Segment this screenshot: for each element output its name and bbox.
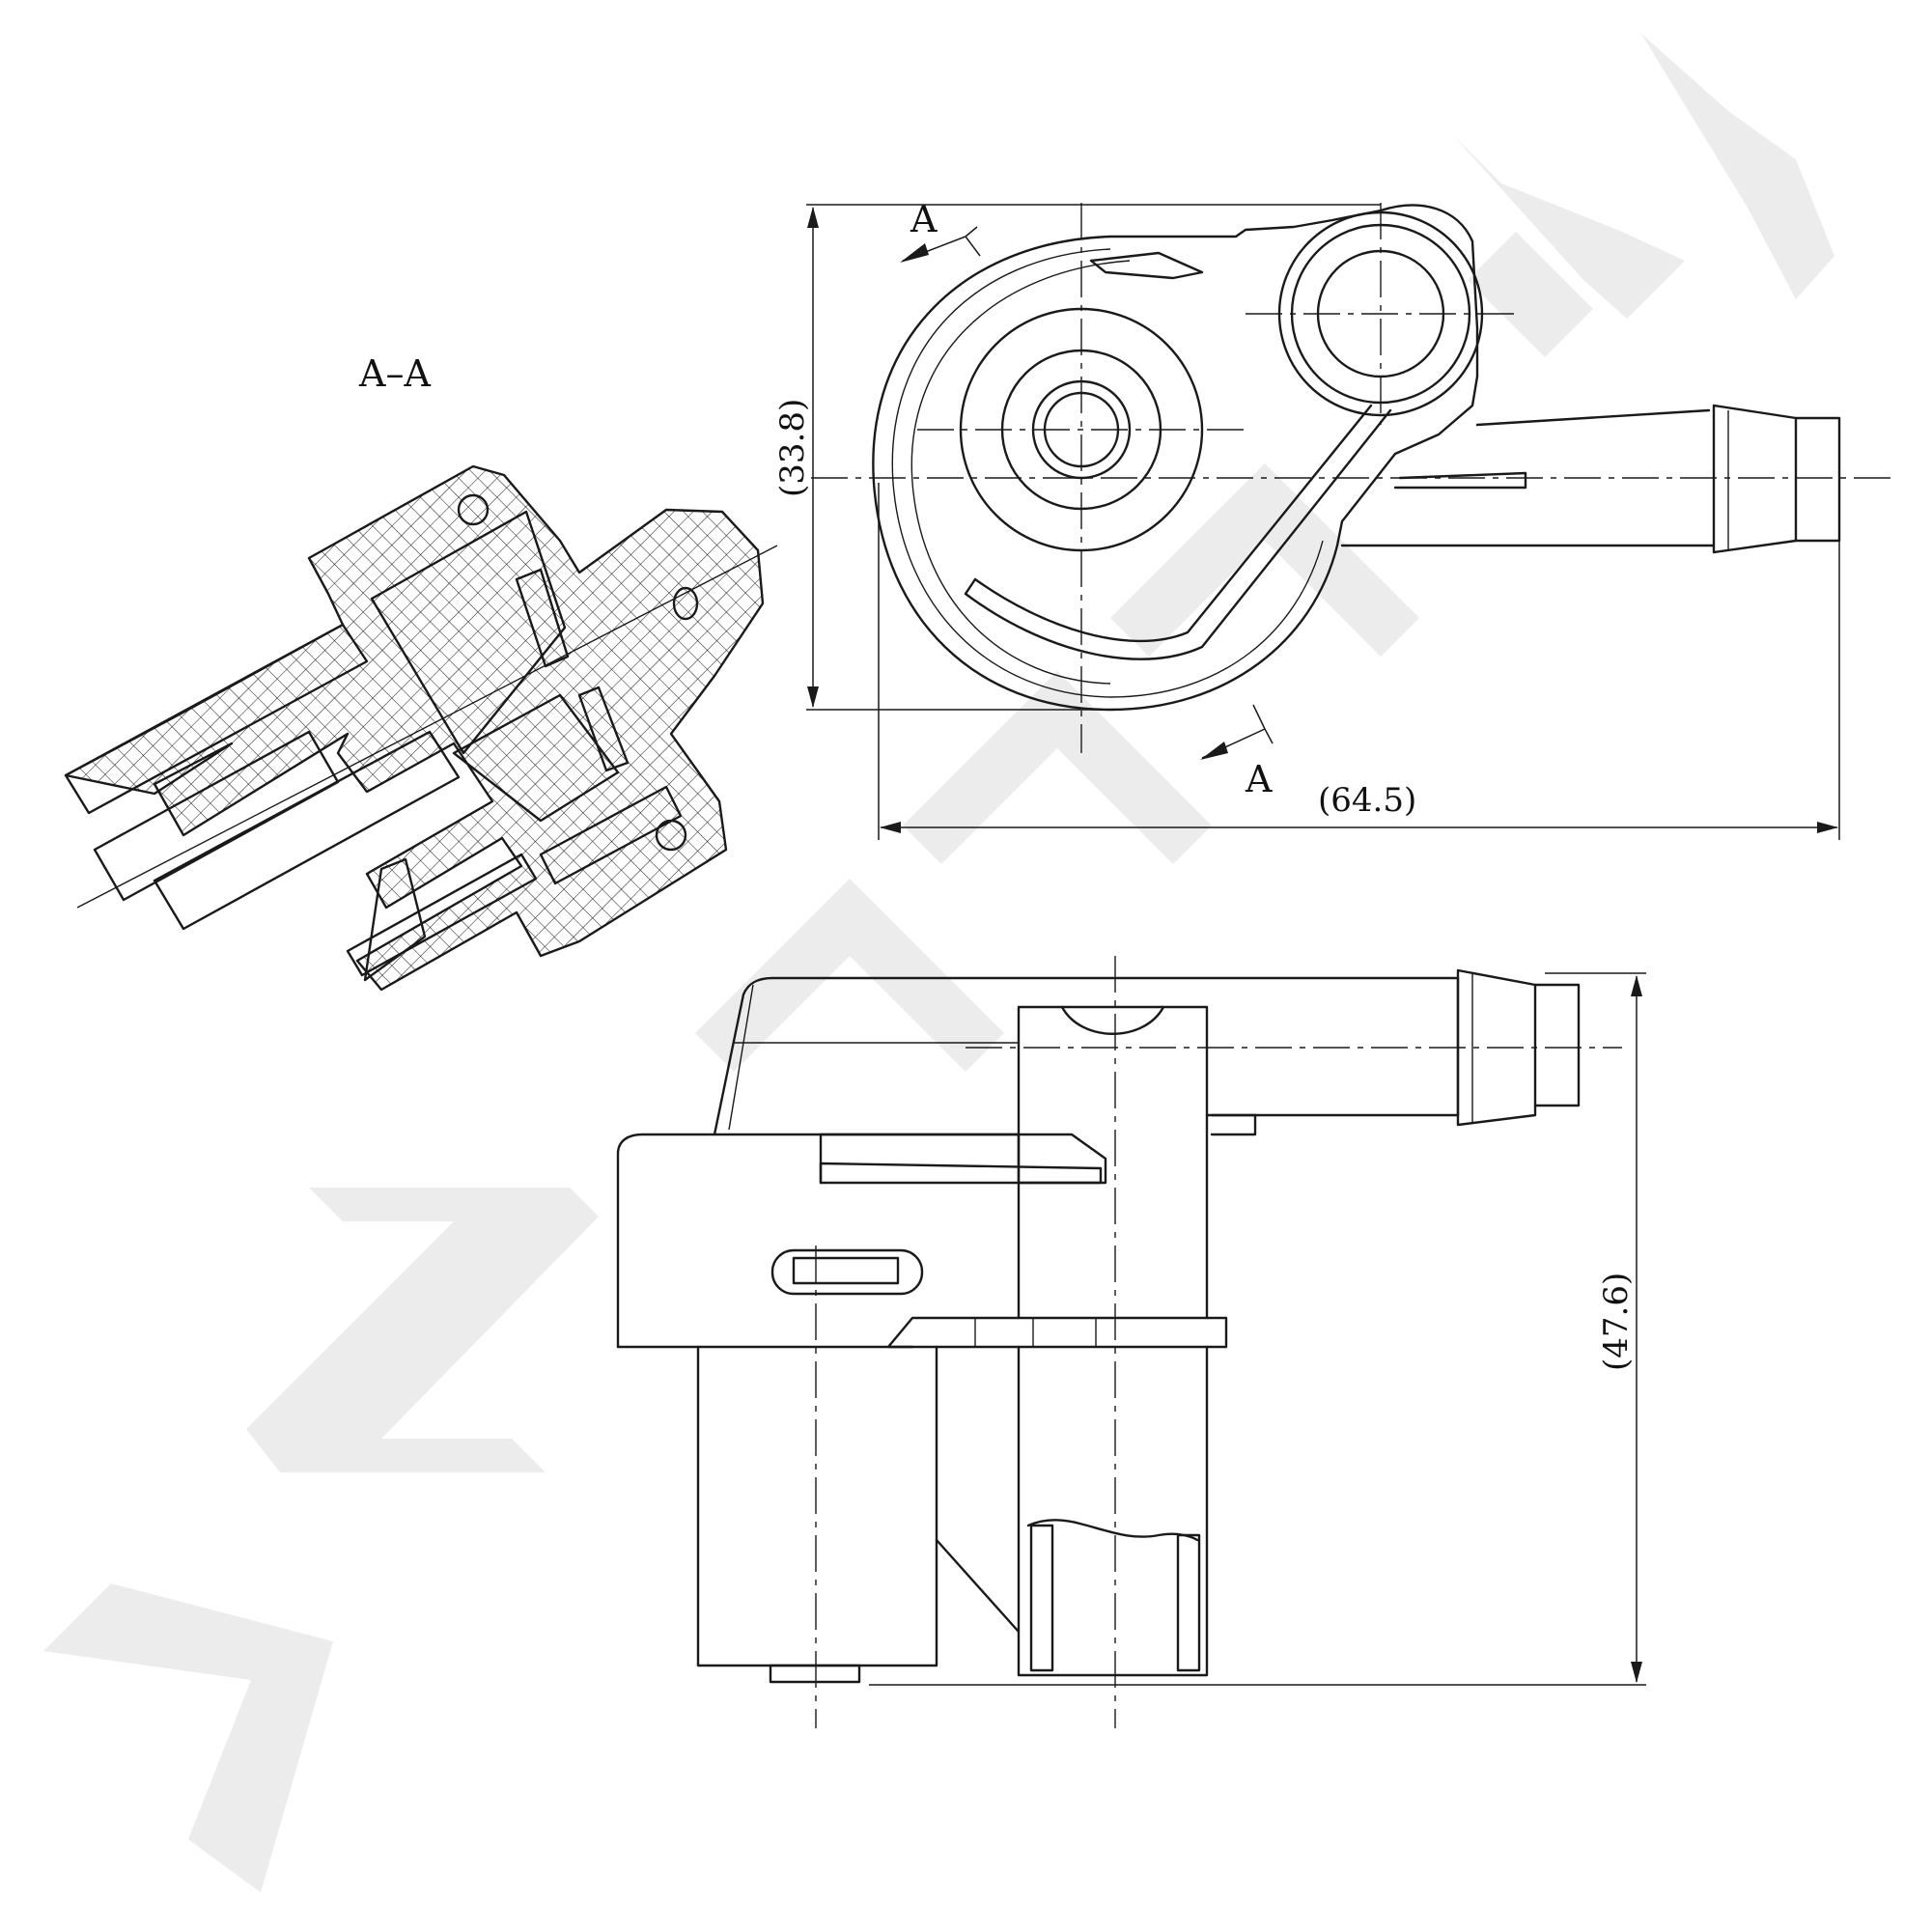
section-insert-lower bbox=[577, 686, 630, 772]
dim-width-total: (64.5) bbox=[1318, 781, 1416, 820]
dim-64-5-arrow-right bbox=[1817, 822, 1838, 833]
dim-47-6-arrow-top bbox=[1631, 975, 1642, 996]
top-channel-outer bbox=[973, 404, 1373, 643]
side-sensor-pin bbox=[769, 1664, 861, 1684]
dim-64-5-arrow-left bbox=[880, 822, 901, 833]
watermark-letter-n1 bbox=[903, 671, 1212, 864]
watermark-letter-e bbox=[695, 879, 1004, 1072]
top-port-inner bbox=[1316, 249, 1445, 378]
top-pipe bbox=[1340, 408, 1716, 547]
dim-33-8-arrow-bottom bbox=[807, 686, 819, 708]
dim-47-6-arrow-bottom bbox=[1631, 1662, 1642, 1683]
top-clip-tab bbox=[1089, 251, 1204, 280]
top-channel-inner bbox=[964, 408, 1392, 660]
section-title: A–A bbox=[358, 352, 431, 395]
watermark-letter-k bbox=[1453, 135, 1685, 319]
side-nipple-cone bbox=[1456, 968, 1537, 1127]
watermark-letter-k-leg bbox=[1641, 34, 1834, 299]
side-sensor-housing bbox=[696, 1345, 938, 1667]
section-oring-top bbox=[457, 493, 490, 526]
section-arrow-top-tick bbox=[965, 226, 981, 257]
watermark bbox=[43, 34, 1834, 1892]
watermark-letter-k-arm bbox=[1468, 232, 1593, 357]
dim-height-side: (47.6) bbox=[1597, 1273, 1636, 1371]
section-inner-bore bbox=[93, 730, 340, 902]
side-wall-hatch-right bbox=[1176, 1533, 1201, 1672]
section-port-hole bbox=[672, 586, 699, 621]
section-groove-right bbox=[539, 785, 683, 885]
side-view: (47.6) bbox=[616, 956, 1646, 1728]
top-bore-inner bbox=[1043, 391, 1120, 468]
dim-height-top: (33.8) bbox=[773, 399, 812, 497]
section-sleeve-skirt bbox=[363, 857, 427, 982]
side-barrel-lower bbox=[1017, 1345, 1209, 1677]
watermark-letter-n2 bbox=[1110, 463, 1419, 657]
top-channel-end bbox=[964, 577, 977, 596]
section-cavity-mid bbox=[452, 693, 620, 823]
top-pipe-rib bbox=[1393, 471, 1527, 490]
top-port-mid bbox=[1290, 223, 1471, 405]
watermark-chevron bbox=[43, 1583, 333, 1892]
side-flange-wedge bbox=[819, 1133, 1107, 1185]
side-pipe-clip bbox=[1210, 1113, 1257, 1136]
section-arrow-top-head bbox=[900, 243, 929, 263]
side-wall-hatch-left bbox=[1029, 1524, 1054, 1672]
section-arrow-bottom-tick bbox=[1252, 704, 1274, 744]
side-slot-inner bbox=[792, 1256, 900, 1285]
section-axis bbox=[76, 545, 778, 909]
section-groove-lower bbox=[346, 853, 538, 977]
top-nipple-end bbox=[1794, 416, 1841, 543]
side-upper-body-edge bbox=[728, 984, 754, 1131]
top-housing-inner-lip bbox=[891, 248, 1324, 698]
side-nipple-end bbox=[1533, 983, 1581, 1107]
top-nipple-cone bbox=[1712, 404, 1798, 554]
top-port-outer bbox=[1277, 210, 1484, 417]
section-tube-upper-wall bbox=[64, 623, 369, 815]
side-upper-body bbox=[713, 976, 1460, 1136]
side-pipe-outline bbox=[1205, 976, 1460, 1117]
section-arrow-bottom-head bbox=[1200, 742, 1228, 760]
top-view: A A (33.8) (64.5) bbox=[773, 198, 1892, 840]
watermark-letter-z bbox=[246, 1188, 599, 1472]
top-boss-ring bbox=[1000, 349, 1162, 511]
side-flange-lip bbox=[819, 1133, 1103, 1185]
top-boss-outer bbox=[959, 307, 1204, 552]
side-collar bbox=[886, 1316, 1228, 1349]
side-barrel-top bbox=[1017, 1005, 1209, 1320]
side-slot-outer bbox=[770, 1248, 924, 1296]
dim-33-8-arrow-top bbox=[807, 207, 819, 228]
top-bore-outer bbox=[1031, 379, 1132, 480]
side-barrel-saddle bbox=[1060, 1005, 1165, 1035]
section-view-a-a: A–A bbox=[64, 352, 778, 992]
section-insert-upper bbox=[515, 568, 570, 668]
side-break-line bbox=[1026, 1519, 1199, 1542]
section-mark-bottom: A bbox=[1245, 758, 1273, 800]
top-housing-inner-lip-2 bbox=[910, 260, 1131, 685]
side-web bbox=[935, 1538, 1021, 1634]
side-flange-outline bbox=[616, 1133, 1021, 1349]
section-cavity-upper bbox=[370, 510, 567, 755]
section-oring-bottom bbox=[655, 819, 687, 852]
section-body bbox=[64, 464, 765, 992]
